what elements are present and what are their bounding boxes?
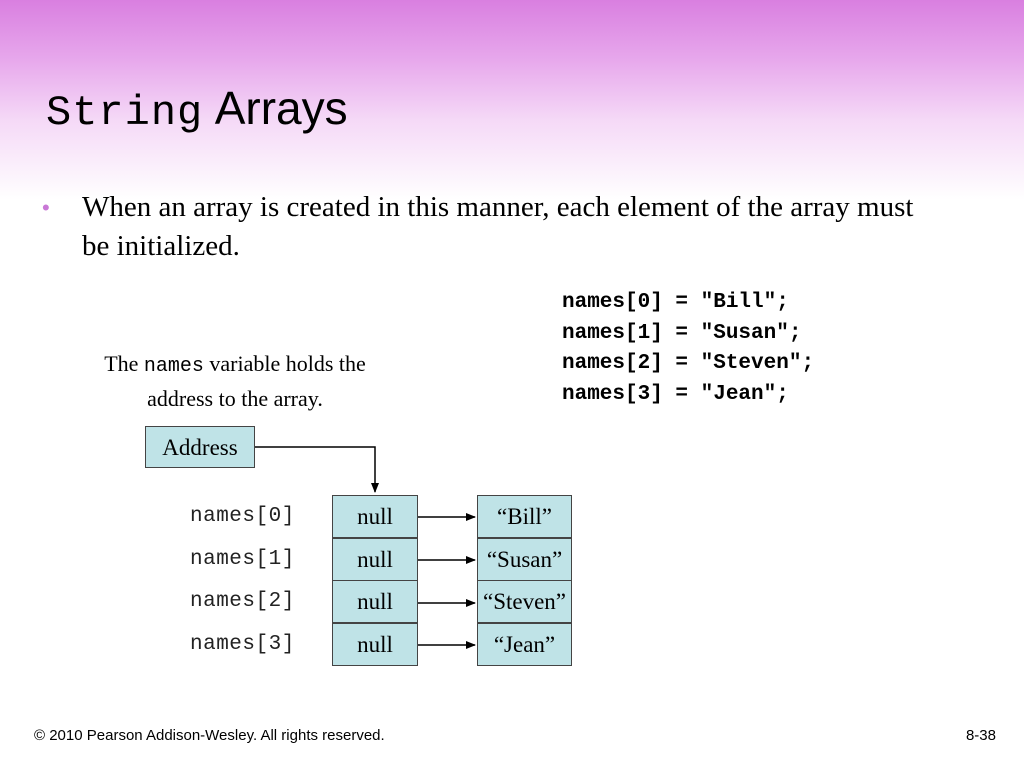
- string-object-cell: “Jean”: [477, 623, 572, 666]
- index-label: names[1]: [190, 548, 295, 571]
- code-line: names[1] = "Susan";: [562, 321, 802, 345]
- array-element-cell: null: [332, 538, 418, 581]
- footer-copyright: © 2010 Pearson Addison-Wesley. All right…: [34, 727, 385, 744]
- index-label: names[2]: [190, 590, 295, 613]
- code-line: names[3] = "Jean";: [562, 382, 789, 406]
- note-variable-name: names: [143, 355, 204, 378]
- address-box: Address: [145, 426, 255, 468]
- address-note: The names variable holds the address to …: [85, 348, 385, 415]
- footer-page-number: 8-38: [965, 727, 996, 744]
- header-band: [0, 0, 1024, 200]
- address-arrow: [255, 446, 379, 493]
- note-text-before: The: [104, 351, 144, 376]
- code-line: names[0] = "Bill";: [562, 291, 789, 314]
- bullet-text: When an array is created in this manner,…: [82, 191, 914, 262]
- code-line: names[2] = "Steven";: [562, 352, 815, 375]
- slide-title: String Arrays: [46, 78, 348, 143]
- bullet-item: • When an array is created in this manne…: [42, 188, 922, 266]
- array-element-cell: null: [332, 623, 418, 666]
- bullet-dot-icon: •: [42, 195, 50, 220]
- array-element-cell: null: [332, 495, 418, 538]
- note-text-after: variable holds the address to the array.: [147, 351, 366, 411]
- index-label: names[3]: [190, 633, 295, 656]
- code-block: names[0] = "Bill"; names[1] = "Susan"; nam…: [562, 288, 814, 410]
- string-object-cell: “Steven”: [477, 580, 572, 623]
- string-object-cell: “Susan”: [477, 538, 572, 581]
- array-element-cell: null: [332, 580, 418, 623]
- string-object-cell: “Bill”: [477, 495, 572, 538]
- index-label: names[0]: [190, 505, 295, 528]
- title-code-word: String: [46, 89, 204, 137]
- title-word: Arrays: [214, 82, 348, 134]
